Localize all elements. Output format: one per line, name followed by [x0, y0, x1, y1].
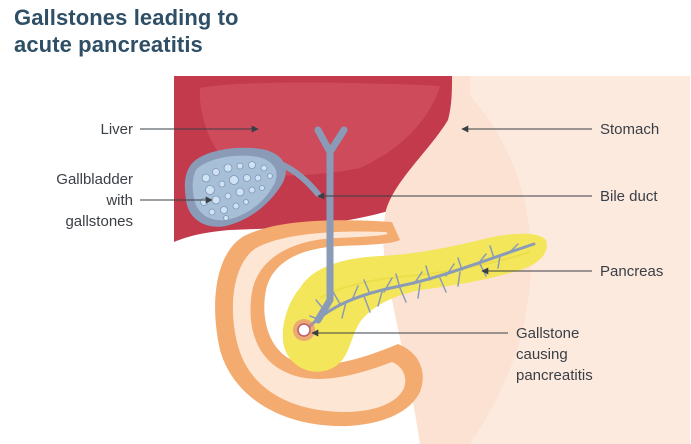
label-bile-duct: Bile duct — [600, 188, 658, 205]
title-line-1: Gallstones leading to — [14, 5, 239, 30]
diagram-title: Gallstones leading to acute pancreatitis — [14, 4, 239, 58]
label-pancreas: Pancreas — [600, 263, 663, 280]
label-gallstone-3: pancreatitis — [516, 367, 593, 384]
title-line-2: acute pancreatitis — [14, 32, 203, 57]
leader-lines — [140, 125, 592, 337]
label-gallbladder-3: gallstones — [65, 213, 133, 230]
label-liver: Liver — [100, 121, 133, 138]
label-stomach: Stomach — [600, 121, 659, 138]
gallstone-blockage — [293, 319, 315, 341]
label-gallbladder-1: Gallbladder — [56, 171, 133, 188]
label-gallstone-1: Gallstone — [516, 325, 579, 342]
duodenum-shape — [215, 220, 423, 427]
gallstones-cluster — [200, 161, 273, 221]
label-gallstone-2: causing — [516, 346, 568, 363]
pancreatic-duct — [304, 242, 536, 332]
label-gallbladder-2: with — [105, 192, 133, 209]
